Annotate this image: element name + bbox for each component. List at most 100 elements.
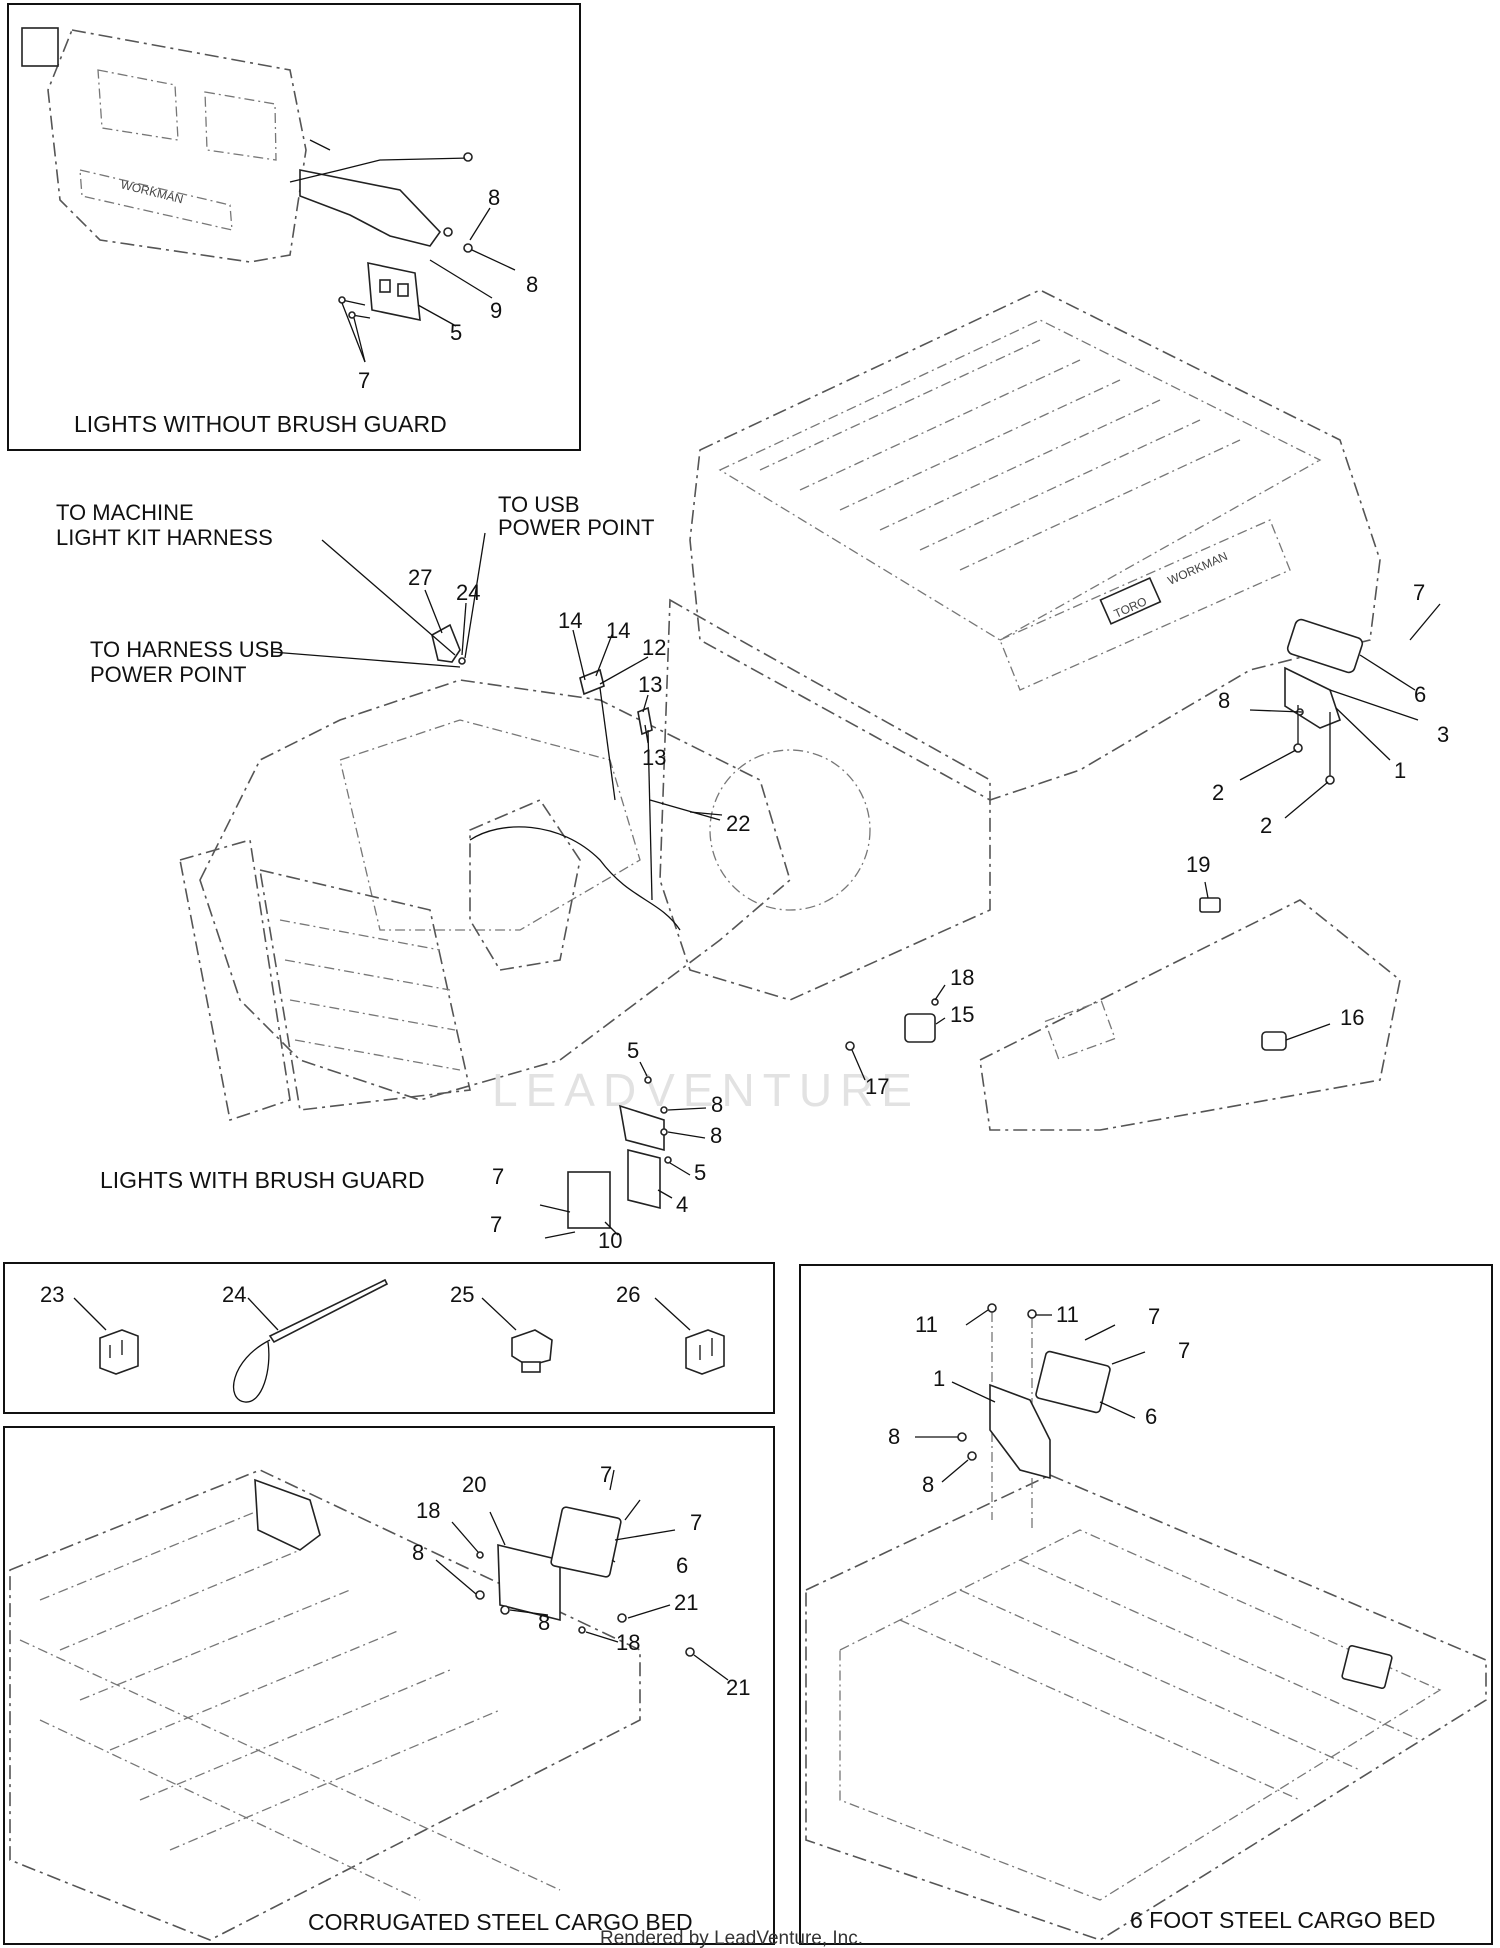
callout-7: 7 — [358, 368, 370, 393]
callout-16: 16 — [1340, 1005, 1364, 1030]
work-light — [367, 261, 421, 322]
callout-19: 19 — [1186, 852, 1210, 877]
watermark-text: LEADVENTURE — [492, 1064, 920, 1116]
clip-23-detail — [109, 1340, 123, 1358]
bolt-21-a — [617, 1613, 627, 1623]
main-assembly: TORO WORKMAN — [56, 289, 1449, 1253]
note-to-machine-2: LIGHT KIT HARNESS — [56, 525, 273, 550]
hood-lower-panel — [79, 169, 233, 231]
note-to-machine-1: TO MACHINE — [56, 500, 194, 525]
callout-12: 12 — [642, 635, 666, 660]
cable-22 — [649, 799, 721, 821]
nut-8-a — [660, 1106, 668, 1114]
nut-8-d — [500, 1605, 510, 1615]
callout-20: 20 — [462, 1472, 486, 1497]
nut-5-bottom — [664, 1156, 672, 1164]
grille-opening-right — [204, 91, 277, 161]
inset-c-frame — [3, 1262, 775, 1414]
callout-6-6ft: 6 — [1145, 1404, 1157, 1429]
clip-13 — [637, 706, 653, 736]
cargo-box-floor — [718, 319, 1322, 641]
inset-d-frame — [3, 1426, 775, 1945]
callout-18-main: 18 — [950, 965, 974, 990]
callout-7-front-b: 7 — [490, 1212, 502, 1237]
callout-7-e-a: 7 — [1148, 1304, 1160, 1329]
callout-6-rear: 6 — [1414, 682, 1426, 707]
callout-21-a: 21 — [674, 1590, 698, 1615]
corrugated-bed-outline — [9, 1469, 641, 1941]
callout-7-front-a: 7 — [492, 1164, 504, 1189]
brush-guard-left — [179, 838, 291, 1122]
plug-25-stem — [521, 1361, 541, 1373]
callout-11-b: 11 — [1056, 1302, 1079, 1327]
callout-18-d-a: 18 — [416, 1498, 440, 1523]
switch-16 — [1261, 1031, 1287, 1051]
callout-13b: 13 — [642, 745, 666, 770]
workman-bed-badge: WORKMAN — [1166, 549, 1230, 588]
light-6-6ft — [1035, 1350, 1111, 1414]
callout-1-6ft: 1 — [933, 1366, 945, 1391]
callout-8-rear: 8 — [1218, 688, 1230, 713]
work-light-lens-a — [379, 279, 391, 293]
callout-10: 10 — [598, 1228, 622, 1253]
callout-22: 22 — [726, 811, 750, 836]
callout-17: 17 — [865, 1074, 889, 1099]
caption-lights-without-brush-guard: LIGHTS WITHOUT BRUSH GUARD — [74, 411, 447, 437]
relay-15 — [904, 1013, 936, 1043]
light-bracket — [299, 169, 442, 247]
screw-18-b — [578, 1626, 586, 1634]
clip-23 — [99, 1329, 139, 1375]
callout-7-rear: 7 — [1413, 580, 1425, 605]
cable-tie-24 — [268, 1278, 389, 1344]
dashboard-gauge — [1044, 1000, 1116, 1060]
callout-3: 3 — [1437, 722, 1449, 747]
light-6-corrugated — [550, 1506, 622, 1578]
nut-8a — [443, 227, 453, 237]
inset-corrugated-steel-cargo-bed: 7 7 20 18 8 6 8 21 18 21 CORRUGATED STEE… — [3, 1426, 775, 1945]
caption-lights-with-brush-guard: LIGHTS WITH BRUSH GUARD — [100, 1167, 425, 1193]
brush-guard-grille — [259, 868, 471, 1111]
callout-8-top: 8 — [488, 185, 500, 210]
bolt-7a — [338, 296, 346, 304]
nut-8-f — [967, 1451, 977, 1461]
steel-bed-frame — [839, 1529, 1442, 1901]
nut-17 — [845, 1041, 855, 1051]
callout-8-right: 8 — [526, 272, 538, 297]
tie-24 — [458, 657, 466, 665]
bracket-1-6ft — [989, 1383, 1051, 1480]
light-bracket-4 — [618, 1104, 665, 1152]
caption-6-foot-steel-cargo-bed: 6 FOOT STEEL CARGO BED — [1130, 1907, 1435, 1933]
grille-opening-left — [97, 69, 179, 141]
callout-13a: 13 — [638, 672, 662, 697]
corrugated-bed-crossmembers — [19, 1639, 561, 1901]
callout-2b: 2 — [1260, 813, 1272, 838]
callout-4: 4 — [676, 1192, 688, 1217]
caption-corrugated-steel-cargo-bed: CORRUGATED STEEL CARGO BED — [308, 1909, 693, 1935]
inset-6-foot-steel-cargo-bed: 11 11 7 7 1 6 8 8 6 FOOT STEEL CARGO BED — [799, 1264, 1493, 1945]
rear-frame-outline — [659, 598, 991, 1001]
clip-26-detail — [699, 1338, 713, 1360]
callout-2a: 2 — [1212, 780, 1224, 805]
workman-badge: WORKMAN — [119, 177, 184, 206]
inset-a-frame — [7, 3, 581, 451]
screw-18-a — [476, 1551, 484, 1559]
toro-badge — [1099, 576, 1162, 625]
note-to-usb-1: TO USB — [498, 492, 580, 517]
corner-bracket — [254, 1478, 321, 1551]
cable-tie-loop — [232, 1339, 271, 1403]
dash-panel — [339, 719, 641, 931]
brush-guard-bars — [279, 919, 461, 1071]
callout-18-d-b: 18 — [616, 1630, 640, 1655]
note-to-harness-1: TO HARNESS USB — [90, 637, 284, 662]
light-mounted-6ft — [1341, 1645, 1393, 1689]
inset-hardware-parts: 23 24 25 26 — [3, 1262, 775, 1414]
nut-8-c — [475, 1590, 485, 1600]
callout-5: 5 — [450, 320, 462, 345]
callout-7-d-b: 7 — [690, 1510, 702, 1535]
hood-outline — [47, 29, 307, 263]
callout-1-rear: 1 — [1394, 758, 1406, 783]
bolt-11-a — [987, 1303, 997, 1313]
harness-wire — [289, 157, 471, 183]
inset-lights-without-brush-guard: WORKMAN 8 8 9 5 7 LIGHTS WITHOUT BRUSH G… — [7, 3, 581, 451]
